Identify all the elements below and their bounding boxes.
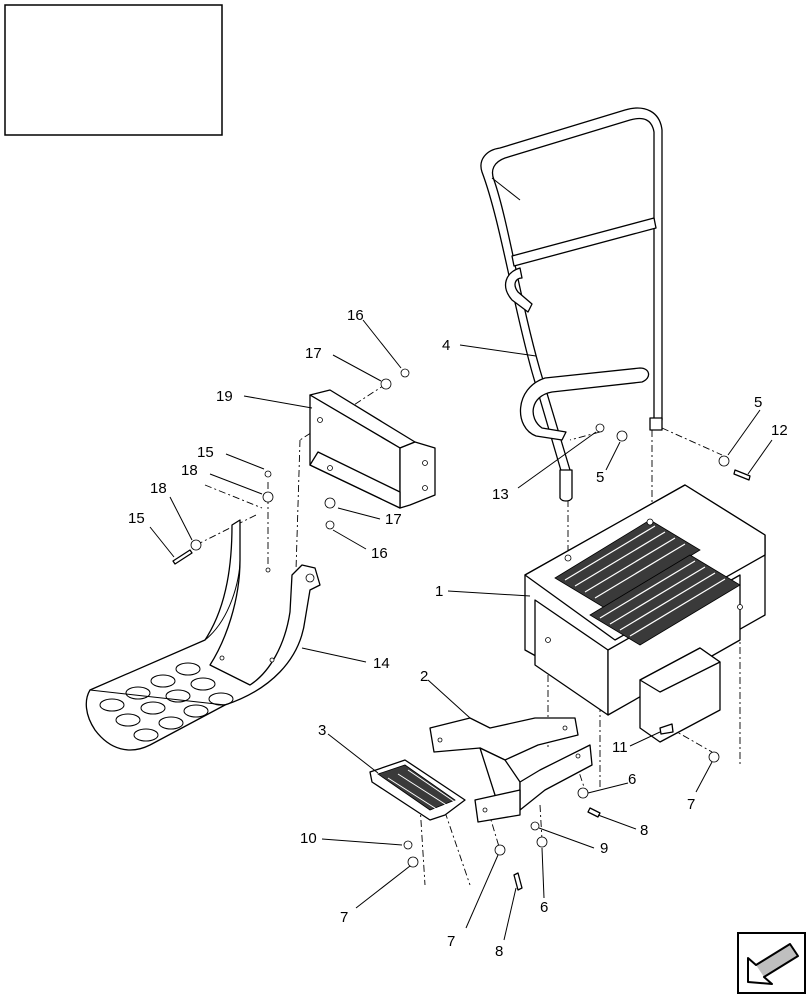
callout-13: 13 xyxy=(492,486,509,503)
callout-11: 11 xyxy=(612,739,628,756)
callout-12: 12 xyxy=(771,422,788,439)
z-bracket xyxy=(429,717,593,823)
callout-6: 6 xyxy=(540,899,548,916)
callout-9: 9 xyxy=(600,840,608,857)
callout-8: 8 xyxy=(640,822,648,839)
callout-15: 15 xyxy=(197,444,214,461)
callout-7: 7 xyxy=(340,909,348,926)
title-block xyxy=(4,4,223,136)
callout-16: 16 xyxy=(371,545,388,562)
callout-5: 5 xyxy=(596,469,604,486)
callout-16: 16 xyxy=(347,307,364,324)
callout-18: 18 xyxy=(181,462,198,479)
callout-1: 1 xyxy=(435,583,443,600)
callout-3: 3 xyxy=(318,722,326,739)
step-plate xyxy=(85,519,321,751)
callout-17: 17 xyxy=(385,511,402,528)
alignment-lines xyxy=(195,383,741,886)
callout-18: 18 xyxy=(150,480,167,497)
hardware xyxy=(172,368,751,891)
callout-2: 2 xyxy=(420,668,428,685)
leader-lines xyxy=(149,319,773,941)
small-step xyxy=(369,759,466,821)
callout-6: 6 xyxy=(628,771,636,788)
callout-10: 10 xyxy=(300,830,317,847)
callout-7: 7 xyxy=(687,796,695,813)
callout-8: 8 xyxy=(495,943,503,960)
step-assembly xyxy=(524,484,766,743)
callout-4: 4 xyxy=(442,337,450,354)
callout-15: 15 xyxy=(128,510,145,527)
next-page-arrow-icon[interactable] xyxy=(737,932,806,994)
callout-14: 14 xyxy=(373,655,390,672)
hand-rail xyxy=(480,107,663,502)
callout-5: 5 xyxy=(754,394,762,411)
callout-7: 7 xyxy=(447,933,455,950)
callout-19: 19 xyxy=(216,388,233,405)
mount-bracket xyxy=(309,389,436,509)
callout-17: 17 xyxy=(305,345,322,362)
callout-labels: 16 17 19 15 18 18 15 17 16 4 13 5 5 12 1… xyxy=(128,307,788,960)
